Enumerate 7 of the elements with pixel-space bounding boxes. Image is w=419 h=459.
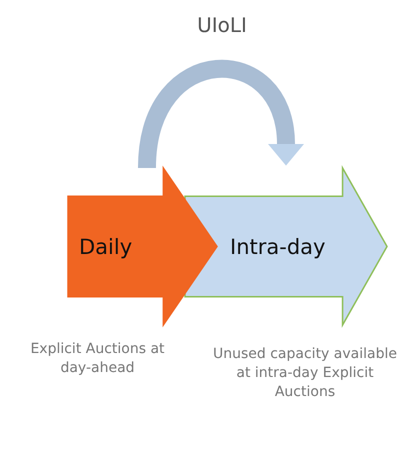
curved-arrow xyxy=(138,60,304,169)
arrow-shape xyxy=(68,168,217,325)
node-label: Daily xyxy=(79,234,132,258)
arrow-shape xyxy=(185,168,387,325)
description-text: Unused capacity available at intra-day Explicit Auctions xyxy=(212,345,398,402)
description-text: Explicit Auctions at day-ahead xyxy=(29,340,166,378)
node-label: Intra-day xyxy=(230,234,326,258)
